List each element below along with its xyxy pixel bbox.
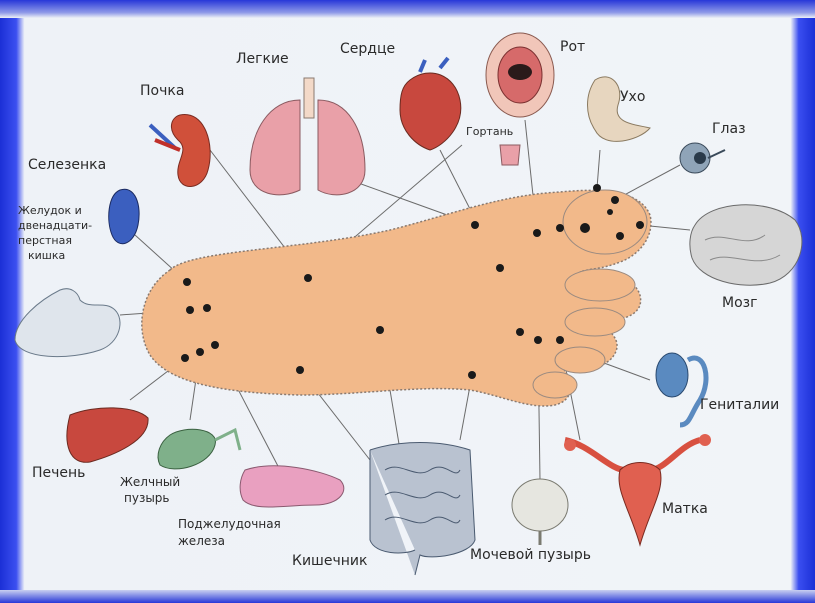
label-stomach-4: кишка — [28, 250, 65, 262]
label-kidney: Почка — [140, 84, 184, 99]
label-uterus: Матка — [662, 502, 708, 517]
label-spleen: Селезенка — [28, 158, 106, 173]
liver-illustration — [67, 408, 148, 462]
label-heart: Сердце — [340, 42, 395, 57]
label-intestine: Кишечник — [292, 554, 367, 569]
label-gallbladder-2: пузырь — [124, 492, 170, 505]
label-mouth: Рот — [560, 40, 585, 55]
pancreas-illustration — [240, 466, 344, 507]
kidney-illustration — [150, 115, 210, 187]
stomach-illustration — [15, 289, 120, 357]
genitals-illustration — [656, 353, 706, 425]
uterus-illustration — [564, 434, 711, 545]
label-eye: Глаз — [712, 122, 746, 137]
eye-illustration — [680, 143, 725, 173]
heart-illustration — [400, 58, 461, 150]
lungs-illustration — [250, 78, 365, 195]
gallbladder-illustration — [158, 429, 240, 469]
slide-bottom-bar — [0, 590, 815, 603]
label-stomach-2: двенадцати- — [18, 220, 92, 232]
label-pancreas-1: Поджелудочная — [178, 518, 281, 531]
label-larynx: Гортань — [466, 126, 513, 138]
label-brain: Мозг — [722, 296, 757, 311]
label-lungs: Легкие — [236, 52, 289, 67]
intestine-illustration — [370, 443, 475, 576]
bladder-illustration — [512, 479, 568, 545]
label-genitals: Гениталии — [700, 398, 779, 413]
label-pancreas-2: железа — [178, 535, 225, 548]
mouth-illustration — [486, 33, 554, 117]
larynx-illustration — [500, 145, 520, 165]
label-bladder: Мочевой пузырь — [470, 548, 591, 563]
label-ear: Ухо — [620, 90, 645, 105]
brain-illustration — [690, 205, 802, 285]
label-stomach-3: перстная — [18, 235, 72, 247]
spleen-illustration — [109, 189, 139, 243]
label-stomach-1: Желудок и — [18, 205, 82, 217]
ear-illustration — [588, 77, 651, 142]
label-liver: Печень — [32, 466, 85, 481]
label-gallbladder-1: Желчный — [120, 476, 180, 489]
